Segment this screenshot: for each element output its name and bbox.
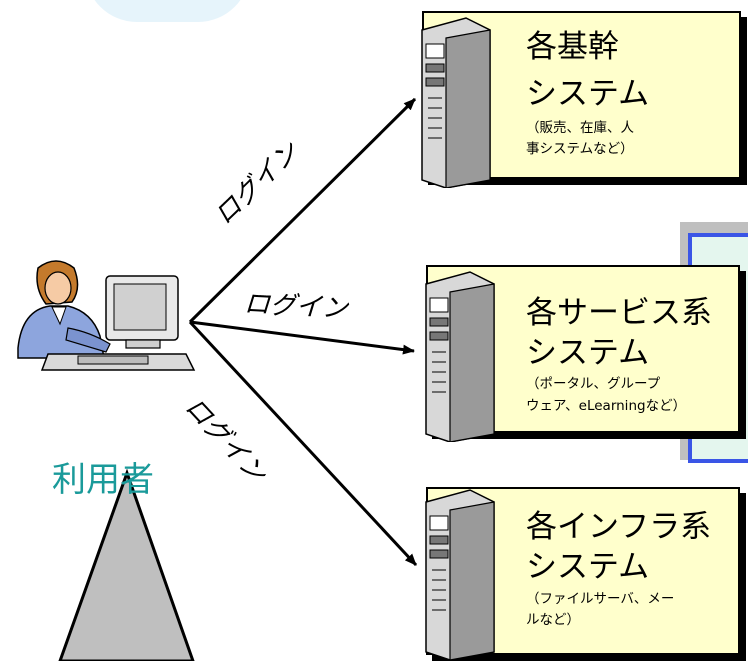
arrow-to-infra-systems bbox=[188, 320, 418, 567]
arrow-to-service-systems bbox=[189, 320, 415, 355]
system-title-line2: システム bbox=[526, 76, 650, 112]
system-subtitle-line2: ルなど） bbox=[526, 612, 580, 628]
system-subtitle-line2: 事システムなど） bbox=[526, 141, 634, 157]
login-label-service: ログイン bbox=[243, 288, 349, 325]
system-title-line1: 各インフラ系 bbox=[526, 509, 712, 545]
system-title-line2: システム bbox=[526, 335, 650, 371]
system-subtitle-line2: ウェア、eLearningなど） bbox=[526, 398, 687, 414]
system-subtitle-line1: （販売、在庫、人 bbox=[526, 120, 634, 136]
pyramid-shape bbox=[58, 468, 195, 661]
server-icon bbox=[421, 17, 491, 188]
system-subtitle-line1: （ファイルサーバ、メー bbox=[526, 591, 675, 607]
server-icon bbox=[425, 271, 495, 442]
user-label: 利用者 bbox=[52, 460, 154, 500]
system-title-line1: 各サービス系 bbox=[526, 295, 712, 331]
system-title-line2: システム bbox=[526, 549, 650, 585]
user-at-computer-icon bbox=[17, 260, 196, 371]
arrow-to-core-systems bbox=[188, 97, 417, 324]
server-icon bbox=[425, 489, 495, 660]
decorative-circle bbox=[85, 0, 250, 22]
system-title-line1: 各基幹 bbox=[526, 29, 619, 65]
system-subtitle-line1: （ポータル、グループ bbox=[526, 376, 661, 392]
